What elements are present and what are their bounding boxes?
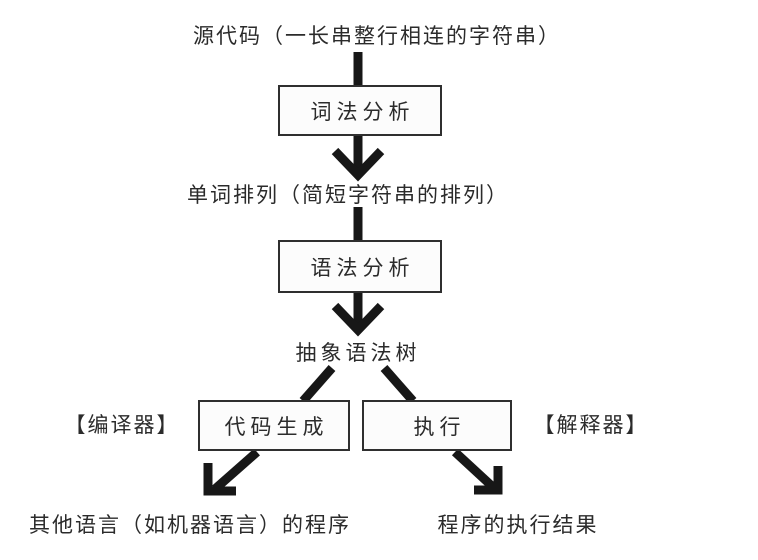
code-generation-label: 代码生成 [224,414,329,439]
token-sequence-label: 单词排列（简短字符串的排列） [187,183,509,207]
arrow-syntax-to-ast-head [331,302,385,337]
other-language-program-label: 其他语言（如机器语言）的程序 [29,513,351,537]
arrow-codegen-to-program-shaft [212,448,260,493]
lexical-analysis-label: 词法分析 [310,99,415,124]
code-generation-box: 代码生成 [198,400,350,451]
syntax-analysis-box: 语法分析 [278,240,442,293]
connector-ast-to-codegen [299,365,336,404]
compiler-tag: 【编译器】 [64,413,180,437]
arrow-execute-to-result-head [474,466,503,495]
execution-result-label: 程序的执行结果 [437,513,599,537]
interpreter-tag: 【解释器】 [533,413,649,437]
syntax-analysis-label: 语法分析 [310,255,415,280]
ast-label: 抽象语法树 [295,341,421,365]
arrow-codegen-to-program-head [203,463,236,496]
lexical-analysis-box: 词法分析 [278,85,442,136]
connector-ast-to-execute [380,365,417,404]
execution-box: 执行 [362,400,512,451]
source-code-label: 源代码（一长串整行相连的字符串） [193,24,561,48]
execution-label: 执行 [413,414,466,439]
arrow-execute-to-result-shaft [451,448,498,492]
arrow-lexical-to-tokens-head [331,147,385,182]
